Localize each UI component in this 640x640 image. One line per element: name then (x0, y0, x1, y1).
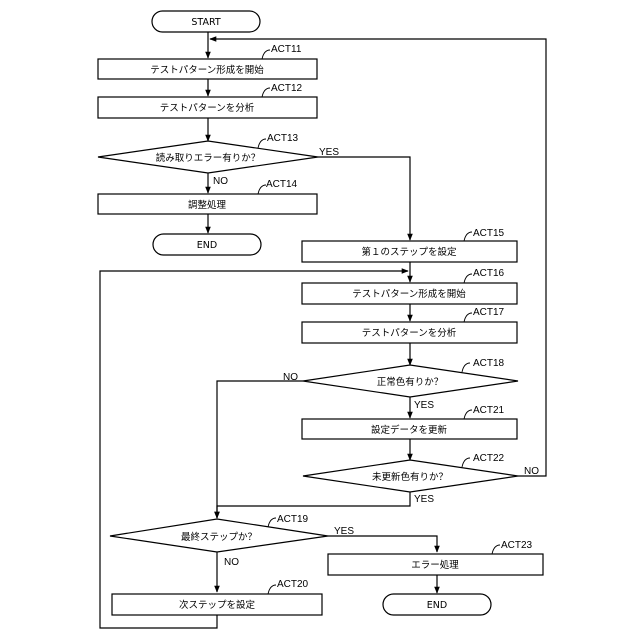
arrow-act22-yes-to-act19 (217, 492, 410, 518)
act22-text: 未更新色有りか？ (372, 471, 448, 483)
act13-decision: 読み取りエラー有りか？ (98, 141, 318, 173)
act19-leader (268, 518, 276, 527)
act18-no-label: NO (283, 372, 298, 383)
act23-ref: ACT23 (501, 540, 533, 551)
act22-ref: ACT22 (473, 453, 505, 464)
act16-leader (464, 274, 472, 283)
act22-leader (462, 458, 470, 467)
act11-ref: ACT11 (271, 44, 302, 55)
act17-ref: ACT17 (473, 307, 505, 318)
act11-process: テストパターン形成を開始 (98, 59, 317, 79)
act11-text: テストパターン形成を開始 (150, 64, 264, 76)
act20-text: 次ステップを設定 (179, 599, 256, 611)
act17-process: テストパターンを分析 (302, 322, 517, 343)
act17-leader (464, 313, 472, 322)
act13-no-label: NO (213, 176, 228, 187)
end-terminal-1: END (153, 234, 261, 255)
act23-leader (492, 545, 500, 554)
act23-text: エラー処理 (411, 559, 459, 571)
act13-leader (258, 139, 266, 148)
act11-leader (262, 50, 270, 59)
act20-leader (268, 585, 276, 594)
act21-leader (464, 410, 472, 419)
end-terminal-2: END (383, 594, 491, 615)
act15-leader (464, 232, 472, 241)
act14-leader (258, 185, 266, 194)
arrow-act19-yes-to-act23 (328, 536, 437, 552)
act18-leader (462, 363, 470, 372)
act21-text: 設定データを更新 (371, 424, 448, 436)
act13-ref: ACT13 (267, 133, 299, 144)
end-label-1: END (197, 240, 217, 251)
act14-process: 調整処理 (98, 194, 317, 214)
act15-process: 第１のステップを設定 (302, 241, 517, 262)
act12-text: テストパターンを分析 (160, 102, 255, 114)
act20-ref: ACT20 (277, 579, 309, 590)
act18-decision: 正常色有りか？ (303, 365, 518, 397)
act23-process: エラー処理 (328, 554, 543, 575)
act13-text: 読み取りエラー有りか？ (156, 152, 261, 164)
act19-no-label: NO (224, 557, 239, 568)
act16-process: テストパターン形成を開始 (302, 283, 517, 304)
act16-ref: ACT16 (473, 268, 505, 279)
act17-text: テストパターンを分析 (362, 327, 457, 339)
act19-yes-label: YES (334, 526, 354, 537)
act15-text: 第１のステップを設定 (361, 246, 457, 258)
act21-ref: ACT21 (473, 405, 505, 416)
act19-ref: ACT19 (277, 514, 309, 525)
act18-yes-label: YES (414, 400, 434, 411)
act22-decision: 未更新色有りか？ (303, 460, 518, 492)
act14-ref: ACT14 (266, 179, 298, 190)
act20-process: 次ステップを設定 (112, 594, 322, 615)
reference-labels: ACT11 ACT12 ACT13 ACT14 ACT15 ACT16 ACT1… (258, 44, 533, 594)
act13-yes-label: YES (319, 147, 339, 158)
arrow-act13-yes-to-act15 (318, 157, 410, 240)
act18-text: 正常色有りか？ (377, 376, 444, 388)
act16-text: テストパターン形成を開始 (352, 288, 466, 300)
end-label-2: END (427, 600, 447, 611)
act22-yes-label: YES (414, 494, 434, 505)
act14-text: 調整処理 (188, 199, 227, 211)
act15-ref: ACT15 (473, 228, 505, 239)
act18-ref: ACT18 (473, 358, 505, 369)
arrow-act18-no-to-act19 (217, 381, 303, 518)
act12-leader (262, 88, 270, 97)
act22-no-label: NO (524, 466, 539, 477)
act19-text: 最終ステップか？ (181, 531, 257, 543)
act21-process: 設定データを更新 (302, 419, 517, 439)
act12-process: テストパターンを分析 (98, 97, 317, 118)
act12-ref: ACT12 (271, 83, 303, 94)
start-label: START (191, 17, 221, 28)
start-terminal: START (152, 11, 260, 32)
